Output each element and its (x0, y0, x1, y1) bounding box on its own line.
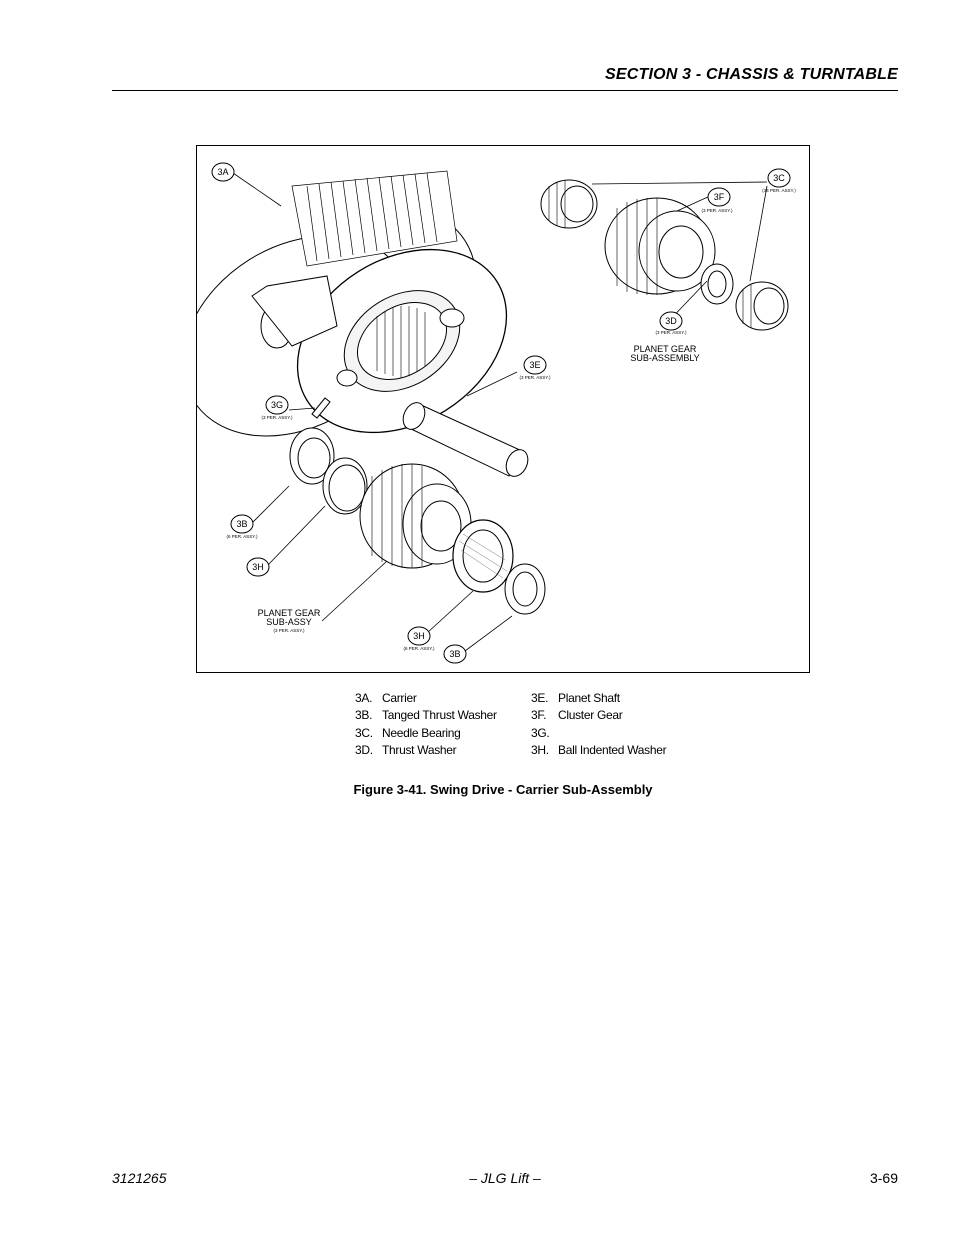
legend-item: 3D. Thrust Washer (355, 742, 497, 759)
callout-3b-left: 3B (6 PER. ASSY.) (227, 514, 258, 539)
svg-text:3G: 3G (271, 400, 283, 410)
svg-text:(3 PER. ASSY.): (3 PER. ASSY.) (656, 330, 687, 335)
page-number: 3-69 (869, 1170, 898, 1186)
page-header: SECTION 3 - CHASSIS & TURNTABLE (112, 64, 898, 91)
svg-text:(34 PER. ASSY.): (34 PER. ASSY.) (762, 188, 796, 193)
legend-item: 3B. Tanged Thrust Washer (355, 707, 497, 724)
legend-code: 3C. (355, 725, 373, 740)
carrier-exploded-drawing: 3A 3C (34 PER. ASSY.) 3F (3 PER. ASSY.) … (197, 162, 796, 664)
label-planet-gear-sub-assembly: PLANET GEAR SUB-ASSEMBLY (630, 344, 699, 363)
legend-part-name: Needle Bearing (382, 725, 461, 740)
leader-lines (232, 172, 768, 652)
svg-text:3H: 3H (413, 631, 425, 641)
upper-planet-gear-drawing (540, 179, 789, 331)
planet-shaft-drawing (402, 402, 529, 477)
legend-code: 3G. (531, 725, 550, 740)
doc-number: 3121265 (112, 1170, 167, 1186)
legend-part-name: Thrust Washer (382, 742, 457, 757)
svg-text:3H: 3H (252, 562, 264, 572)
exploded-view-figure: 3A 3C (34 PER. ASSY.) 3F (3 PER. ASSY.) … (196, 145, 810, 673)
label-planet-gear-sub-assy: PLANET GEAR SUB-ASSY (3 PER. ASSY.) (258, 608, 321, 633)
svg-text:(3 PER. ASSY.): (3 PER. ASSY.) (274, 628, 305, 633)
svg-text:SUB-ASSEMBLY: SUB-ASSEMBLY (630, 353, 699, 363)
svg-text:SUB-ASSY: SUB-ASSY (266, 617, 312, 627)
lower-planet-gear-drawing (289, 427, 546, 615)
legend-code: 3A. (355, 691, 373, 705)
legend-item: 3H. Ball Indented Washer (531, 742, 667, 759)
svg-text:3D: 3D (665, 316, 677, 326)
svg-text:3C: 3C (773, 173, 785, 183)
svg-text:3E: 3E (529, 360, 540, 370)
svg-text:(6 PER. ASSY.): (6 PER. ASSY.) (404, 646, 435, 651)
legend-code: 3E. (531, 691, 549, 705)
legend-item: 3C. Needle Bearing (355, 725, 497, 742)
callout-3g: 3G (3 PER. ASSY.) (262, 395, 293, 420)
callout-3e: 3E (3 PER. ASSY.) (520, 355, 551, 380)
legend-part-name: Cluster Gear (558, 708, 623, 723)
legend-part-name: Ball Indented Washer (558, 742, 667, 757)
callout-3h-bottom: 3H (6 PER. ASSY.) (404, 626, 435, 651)
svg-text:(3 PER. ASSY.): (3 PER. ASSY.) (520, 375, 551, 380)
legend-code: 3F. (531, 708, 547, 723)
legend-item: 3G. (531, 725, 666, 742)
publisher: – JLG Lift – (469, 1170, 541, 1186)
legend-code: 3D. (355, 742, 373, 757)
svg-text:3F: 3F (714, 192, 725, 202)
legend-part-name: Tanged Thrust Washer (382, 708, 497, 723)
svg-text:PLANET GEAR: PLANET GEAR (258, 608, 321, 618)
legend-column-right: 3E. Planet Shaft 3F. Cluster Gear 3G. 3H. B… (531, 690, 667, 759)
legend-part-name: Carrier (382, 691, 417, 705)
legend-code: 3H. (531, 742, 549, 757)
page-footer: 3121265 – JLG Lift – 3-69 (112, 1170, 898, 1190)
callout-3h-left: 3H (246, 557, 270, 577)
svg-text:3B: 3B (449, 649, 460, 659)
callout-3a: 3A (211, 162, 235, 182)
callout-3f: 3F (3 PER. ASSY.) (702, 187, 733, 213)
legend-column-left: 3A. Carrier 3B. Tanged Thrust Washer 3C. Ne… (355, 690, 497, 759)
legend-item: 3E. Planet Shaft (531, 690, 666, 707)
svg-text:PLANET GEAR: PLANET GEAR (634, 344, 697, 354)
legend-part-name: Planet Shaft (558, 691, 620, 705)
svg-text:(6 PER. ASSY.): (6 PER. ASSY.) (227, 534, 258, 539)
legend-code: 3B. (355, 708, 373, 723)
carrier-drawing (197, 170, 508, 437)
figure-caption: Figure 3-41. Swing Drive - Carrier Sub-A… (353, 782, 653, 797)
legend-item: 3F. Cluster Gear (531, 707, 666, 724)
svg-text:(3 PER. ASSY.): (3 PER. ASSY.) (262, 415, 293, 420)
section-title: SECTION 3 - CHASSIS & TURNTABLE (604, 66, 898, 83)
callout-3c: 3C (34 PER. ASSY.) (762, 168, 796, 193)
legend-item: 3A. Carrier (355, 690, 497, 707)
svg-text:(3 PER. ASSY.): (3 PER. ASSY.) (702, 208, 733, 213)
pin-drawing (311, 397, 331, 419)
svg-text:3B: 3B (236, 519, 247, 529)
svg-text:3A: 3A (217, 167, 228, 177)
callout-3b-bottom: 3B (443, 644, 467, 664)
callout-3d: 3D (3 PER. ASSY.) (656, 311, 687, 335)
